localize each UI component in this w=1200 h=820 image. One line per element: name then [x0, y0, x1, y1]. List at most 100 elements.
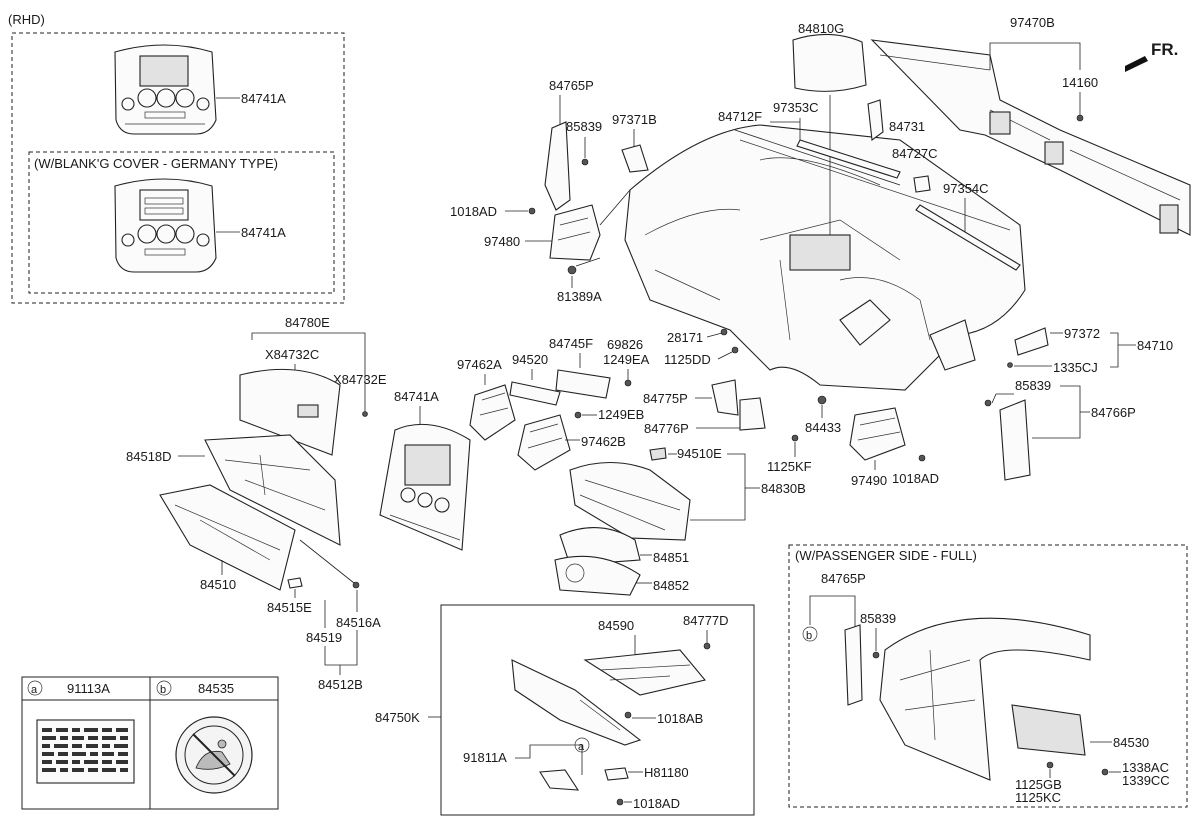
passenger-box — [788, 544, 1188, 808]
part-label: 1018AD — [450, 204, 497, 219]
switch-94520 — [509, 381, 561, 406]
defroster-duct — [870, 39, 1191, 236]
part-label: 84775P — [643, 391, 688, 406]
part-label: 97490 — [851, 473, 887, 488]
part-label: 94510E — [677, 446, 722, 461]
clip-H81180 — [604, 767, 629, 781]
center-fascia-germany — [114, 178, 217, 273]
legend-a-part: 91113A — [67, 681, 110, 696]
airbag-warning-icon — [175, 716, 253, 794]
part-label: 84519 — [306, 630, 342, 645]
part-label: 97354C — [943, 181, 989, 196]
center-fascia-rhd — [114, 44, 217, 135]
part-label: 1125KC — [1015, 790, 1061, 805]
part-label: H81180 — [644, 765, 689, 780]
crash-pad-pass — [879, 617, 1091, 781]
part-label: 94520 — [512, 352, 548, 367]
part-label: 84741A — [394, 389, 439, 404]
part-label: 97371B — [612, 112, 657, 127]
part-label: 84766P — [1091, 405, 1136, 420]
part-label: 84530 — [1113, 735, 1149, 750]
lower-panel-box — [440, 604, 755, 816]
part-label: X84732C — [265, 347, 319, 362]
part-label: 84741A — [241, 91, 286, 106]
part-label: 84750K — [375, 710, 420, 725]
side-cover-pass — [844, 624, 863, 706]
part-label: 84433 — [805, 420, 841, 435]
part-label: 81389A — [557, 289, 602, 304]
part-label: 97462B — [581, 434, 626, 449]
part-label: 1018AD — [892, 471, 939, 486]
passenger-section-label: (W/PASSENGER SIDE - FULL) — [795, 548, 977, 563]
damper-84515E — [287, 577, 303, 589]
legend-a-symbol: a — [31, 684, 38, 696]
part-label: 84852 — [653, 578, 689, 593]
side-cover-84766P — [999, 399, 1031, 481]
part-label: 1125KF — [767, 459, 812, 474]
part-label: 69826 — [607, 337, 643, 352]
part-label: 85839 — [860, 611, 896, 626]
part-label: 91811A — [463, 750, 507, 765]
part-label: 14160 — [1062, 75, 1098, 90]
part-label: 1125GB — [1015, 777, 1062, 792]
part-label: 97462A — [457, 357, 502, 372]
germany-box — [28, 151, 335, 294]
column-shroud-upper — [559, 527, 641, 566]
vent-97372 — [1014, 327, 1049, 356]
part-label: 1339CC — [1122, 773, 1170, 788]
part-label: 84731 — [889, 119, 925, 134]
part-label: 84765P — [549, 78, 594, 93]
callout-b: b — [806, 630, 812, 642]
part-label: 84765P — [821, 571, 866, 586]
speaker-grille — [796, 139, 901, 179]
column-shroud-lower — [554, 555, 641, 596]
legend-b-symbol: b — [160, 684, 166, 696]
cluster-housing-84830B — [569, 461, 691, 541]
part-label: 84712F — [718, 109, 762, 124]
part-label: 1338AC — [1122, 760, 1169, 775]
rhd-section-label: (RHD) — [8, 12, 45, 27]
speaker-grille-right — [915, 204, 1021, 271]
bracket-84775P — [711, 379, 739, 416]
callout-a: a — [578, 741, 585, 753]
part-label: 84776P — [644, 421, 689, 436]
part-label: 84830B — [761, 481, 806, 496]
tray-84745F — [555, 369, 611, 399]
connector-94510E — [649, 447, 667, 461]
part-label: 28171 — [667, 330, 703, 345]
part-label: 84745F — [549, 336, 593, 351]
part-label: 84516A — [336, 615, 381, 630]
part-label: 1335CJ — [1053, 360, 1098, 375]
part-label: 84780E — [285, 315, 330, 330]
part-label: 97470B — [1010, 15, 1055, 30]
center-fascia-mid — [379, 423, 471, 551]
part-label: 85839 — [1015, 378, 1051, 393]
part-label: 97480 — [484, 234, 520, 249]
part-label: 84727C — [892, 146, 938, 161]
label-91811A — [539, 769, 580, 791]
glove-box-outer-cover — [239, 368, 341, 456]
clip-84727C — [913, 175, 931, 193]
lower-cover-84590 — [583, 649, 706, 696]
part-label: X84732E — [333, 372, 387, 387]
germany-section-label: (W/BLANK'G COVER - GERMANY TYPE) — [34, 156, 278, 171]
part-label: 84512B — [318, 677, 363, 692]
part-label: 84515E — [267, 600, 312, 615]
front-arrow-icon — [1125, 56, 1148, 72]
vent-97462A — [469, 384, 516, 441]
side-cover-84765P — [544, 121, 571, 211]
part-label: 84510 — [200, 577, 236, 592]
crash-pad-assembly — [624, 124, 1026, 391]
part-label: 97353C — [773, 100, 819, 115]
part-label: 84710 — [1137, 338, 1173, 353]
passenger-side-section: (W/PASSENGER SIDE - FULL) 84765P b 85839… — [788, 544, 1188, 808]
center-upper-cover — [792, 33, 867, 92]
label-icon-91113A — [36, 719, 135, 784]
part-label: 1125DD — [664, 352, 711, 367]
part-label: 84810G — [798, 21, 844, 36]
vent-97480 — [549, 204, 601, 261]
part-label: 84777D — [683, 613, 729, 628]
lower-panel-84750K — [511, 659, 642, 746]
rhd-section: (RHD) (W/BLANK'G COVER - GERMANY TYPE) 8… — [8, 12, 345, 304]
